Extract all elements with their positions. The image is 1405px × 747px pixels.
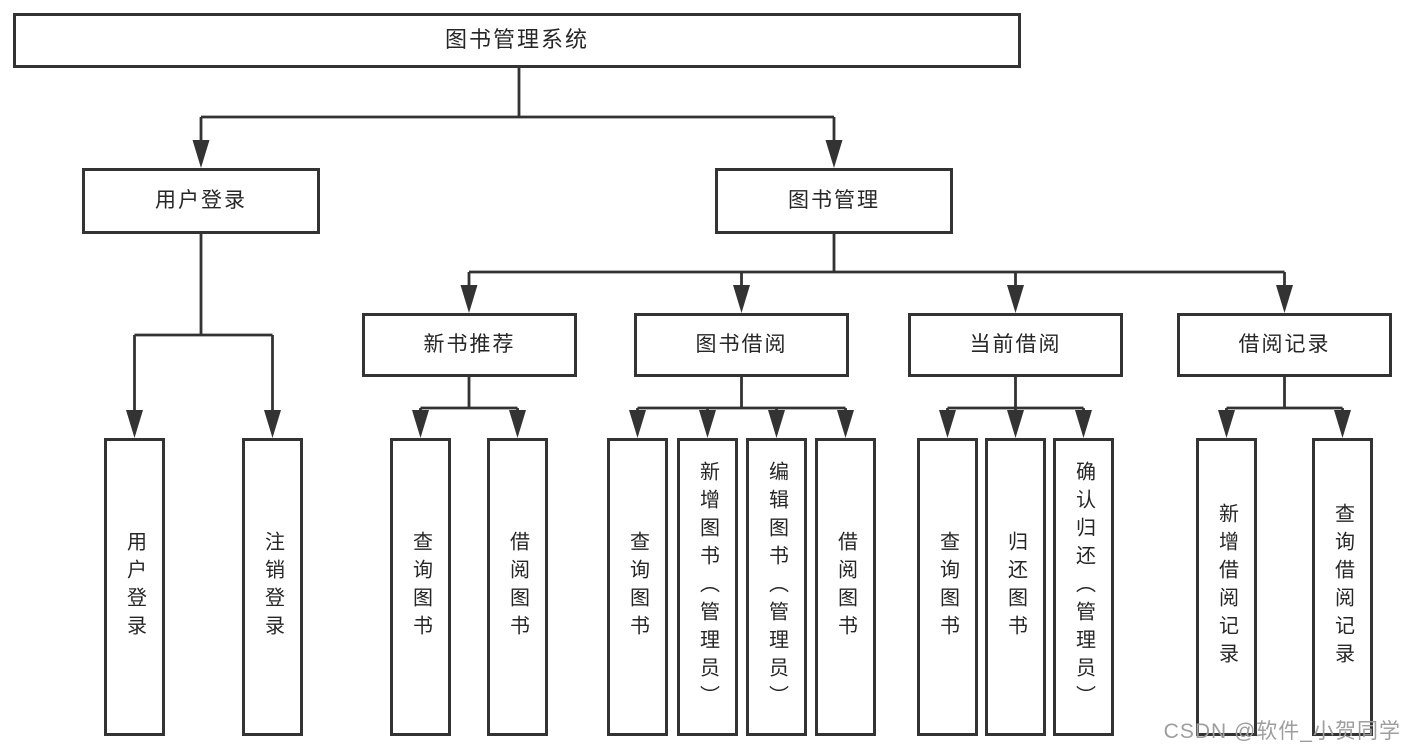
connector-user-login-branch bbox=[126, 234, 281, 438]
leaf-confirm-return-admin: 确认归还（管理员） bbox=[1053, 438, 1114, 736]
leaf-borrow-book: 借阅图书 bbox=[815, 438, 876, 736]
node-current-borrowing: 当前借阅 bbox=[908, 313, 1123, 377]
leaf-return-book: 归还图书 bbox=[985, 438, 1046, 736]
connector-book-mgmt-to-level2 bbox=[460, 234, 1293, 313]
leaf-query-borrow-record: 查询借阅记录 bbox=[1312, 438, 1373, 736]
connector-new-book-rec bbox=[412, 377, 526, 438]
node-user-login: 用户登录 bbox=[82, 168, 320, 234]
connector-current-borrowing bbox=[939, 377, 1092, 438]
leaf-borrow-book-recommend: 借阅图书 bbox=[487, 438, 548, 736]
leaf-add-borrow-record: 新增借阅记录 bbox=[1196, 438, 1257, 736]
leaf-edit-book-admin: 编辑图书（管理员） bbox=[746, 438, 807, 736]
leaf-query-book-recommend: 查询图书 bbox=[390, 438, 451, 736]
node-borrowing-records: 借阅记录 bbox=[1177, 313, 1392, 377]
node-new-book-recommend: 新书推荐 bbox=[362, 313, 577, 377]
connector-root-to-level1 bbox=[192, 68, 843, 168]
connector-borrow-records bbox=[1218, 377, 1351, 438]
leaf-add-book-admin: 新增图书（管理员） bbox=[677, 438, 738, 736]
connector-book-borrowing bbox=[629, 377, 854, 438]
leaf-logout: 注销登录 bbox=[242, 438, 303, 736]
csdn-watermark: CSDN @软件_小贺同学 bbox=[1163, 720, 1401, 743]
node-book-borrowing: 图书借阅 bbox=[634, 313, 849, 377]
node-book-management: 图书管理 bbox=[715, 168, 953, 234]
leaf-query-book-borrowing: 查询图书 bbox=[607, 438, 668, 736]
leaf-user-login: 用户登录 bbox=[104, 438, 165, 736]
node-root: 图书管理系统 bbox=[13, 13, 1021, 68]
leaf-query-book-current: 查询图书 bbox=[917, 438, 978, 736]
